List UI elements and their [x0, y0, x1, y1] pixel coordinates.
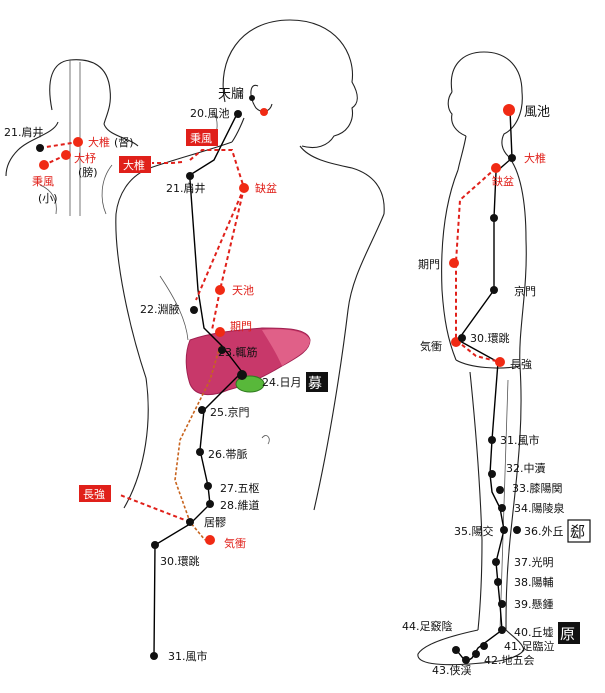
label-riyue: 24.日月 — [262, 376, 302, 389]
label-huantiao: 30.環跳 — [160, 554, 200, 568]
svg-text:大椎: 大椎 — [123, 158, 145, 172]
label-zhongdu: 32.中瀆 — [506, 461, 546, 475]
svg-text:郄: 郄 — [570, 523, 585, 541]
point-wushu — [204, 482, 212, 490]
point-fengshi — [150, 652, 158, 660]
label-fengchi: 20.風池 — [190, 107, 230, 120]
point-jianjing-back — [36, 144, 44, 152]
label-guangming: 37.光明 — [514, 555, 554, 569]
label-qichong: 気衝 — [224, 536, 246, 550]
label-yanglingquan: 34.陽陵泉 — [514, 501, 565, 515]
svg-text:秉風: 秉風 — [190, 131, 212, 145]
label-bingfeng-back: 秉風 — [32, 174, 54, 188]
label-fengshi: 31.風市 — [168, 649, 208, 663]
label-fengchi-side: 風池 — [524, 105, 550, 120]
label-diwuhui: 42.地五会 — [484, 654, 535, 667]
label-xiyangguan: 33.膝陽関 — [512, 482, 563, 495]
point-dazhui-back — [73, 137, 83, 147]
point-juliao — [186, 518, 194, 526]
label-juliao: 居髎 — [204, 516, 226, 529]
label-xuanzhong: 39.懸鍾 — [514, 597, 554, 611]
label-huantiao-side: 30.環跳 — [470, 331, 510, 345]
label-jianjing: 21.肩井 — [166, 181, 206, 195]
svg-text:長強: 長強 — [83, 488, 105, 501]
point-jingmen — [198, 406, 206, 414]
boxed-label-dazhui — [119, 156, 151, 173]
point-tianchi — [215, 285, 225, 295]
label-dazhui-suffix: (督) — [114, 135, 134, 149]
point-fengchi — [234, 110, 242, 118]
yuan-badge — [558, 622, 580, 644]
point-qimen-side — [449, 258, 459, 268]
label-tianyou: 天牖 — [218, 87, 244, 102]
label-zhejin: 23.輒筋 — [218, 345, 258, 359]
xi-badge — [567, 519, 591, 543]
mu-badge — [306, 372, 328, 392]
label-qimen: 期門 — [230, 320, 252, 333]
point-huantiao-side — [458, 334, 466, 342]
label-quepen: 缺盆 — [255, 181, 277, 195]
label-yangfu: 38.陽輔 — [514, 576, 554, 589]
svg-text:原: 原 — [560, 625, 575, 643]
point-quepen — [239, 183, 249, 193]
gallbladder-organ — [235, 375, 265, 393]
label-jingmen: 25.京門 — [210, 405, 250, 419]
point-fengchi-side — [503, 104, 515, 116]
label-yuanye: 22.淵腋 — [140, 302, 180, 316]
label-dazhu-back: 大杼 — [74, 151, 96, 165]
point-yuanye — [190, 306, 198, 314]
point-fengshi-side — [488, 436, 496, 444]
back-view-points: 21.肩井 大椎 (督) 大杼 (膀) 秉風 (小) — [4, 125, 134, 205]
point-quepen-side — [491, 163, 501, 173]
label-qimen-side: 期門 — [418, 258, 440, 271]
point-daimai — [196, 448, 204, 456]
label-tianchi: 天池 — [232, 284, 254, 297]
label-qiuxu: 40.丘墟 — [514, 626, 554, 639]
point-weidao — [206, 500, 214, 508]
label-dazhui-back: 大椎 — [88, 135, 110, 149]
label-jingmen-side: 京門 — [514, 284, 536, 298]
point-huantiao — [151, 541, 159, 549]
label-waiqiu: 36.外丘 — [524, 525, 564, 538]
label-dazhu-suffix: (膀) — [78, 165, 98, 179]
boxed-label-changqiang — [79, 485, 111, 502]
side-view-meridian — [455, 109, 513, 663]
label-zuqiaoyin: 44.足竅陰 — [402, 619, 453, 633]
point-changqiang-side — [495, 357, 505, 367]
label-changqiang-side: 長強 — [510, 358, 532, 371]
label-zulinqi: 41.足臨泣 — [504, 639, 555, 653]
point-qimen — [215, 327, 225, 337]
label-jianjing-back: 21.肩井 — [4, 125, 44, 139]
point-qichong — [205, 535, 215, 545]
label-weidao: 28.維道 — [220, 498, 260, 512]
point-dazhu-back — [61, 150, 71, 160]
point-jingmen-side — [490, 286, 498, 294]
svg-text:募: 募 — [308, 376, 322, 392]
label-daimai: 26.帯脈 — [208, 447, 248, 461]
label-dazhui-side: 大椎 — [524, 151, 546, 165]
boxed-label-bingfeng — [186, 129, 218, 146]
label-yangjiao: 35.陽交 — [454, 524, 494, 538]
point-riyue — [237, 370, 247, 380]
label-fengshi-side: 31.風市 — [500, 433, 540, 447]
label-qichong-side: 気衝 — [420, 339, 442, 353]
label-wushu: 27.五枢 — [220, 481, 260, 495]
front-view-points: 天牖 20.風池 21.肩井 缺盆 天池 22.淵腋 期門 23.輒筋 24.日… — [79, 87, 328, 663]
label-xiaxi: 43.侠渓 — [432, 664, 472, 677]
point-bingfeng-back — [39, 160, 49, 170]
point-jianjing — [186, 172, 194, 180]
label-quepen-side: 缺盆 — [492, 174, 514, 188]
side-view-points: 風池 大椎 缺盆 期門 京門 気衝 30.環跳 長強 31.風市 32.中瀆 3… — [402, 104, 591, 677]
point-zhejin — [218, 346, 226, 354]
label-bingfeng-suffix: (小) — [38, 192, 58, 205]
front-view-figure — [115, 19, 385, 511]
